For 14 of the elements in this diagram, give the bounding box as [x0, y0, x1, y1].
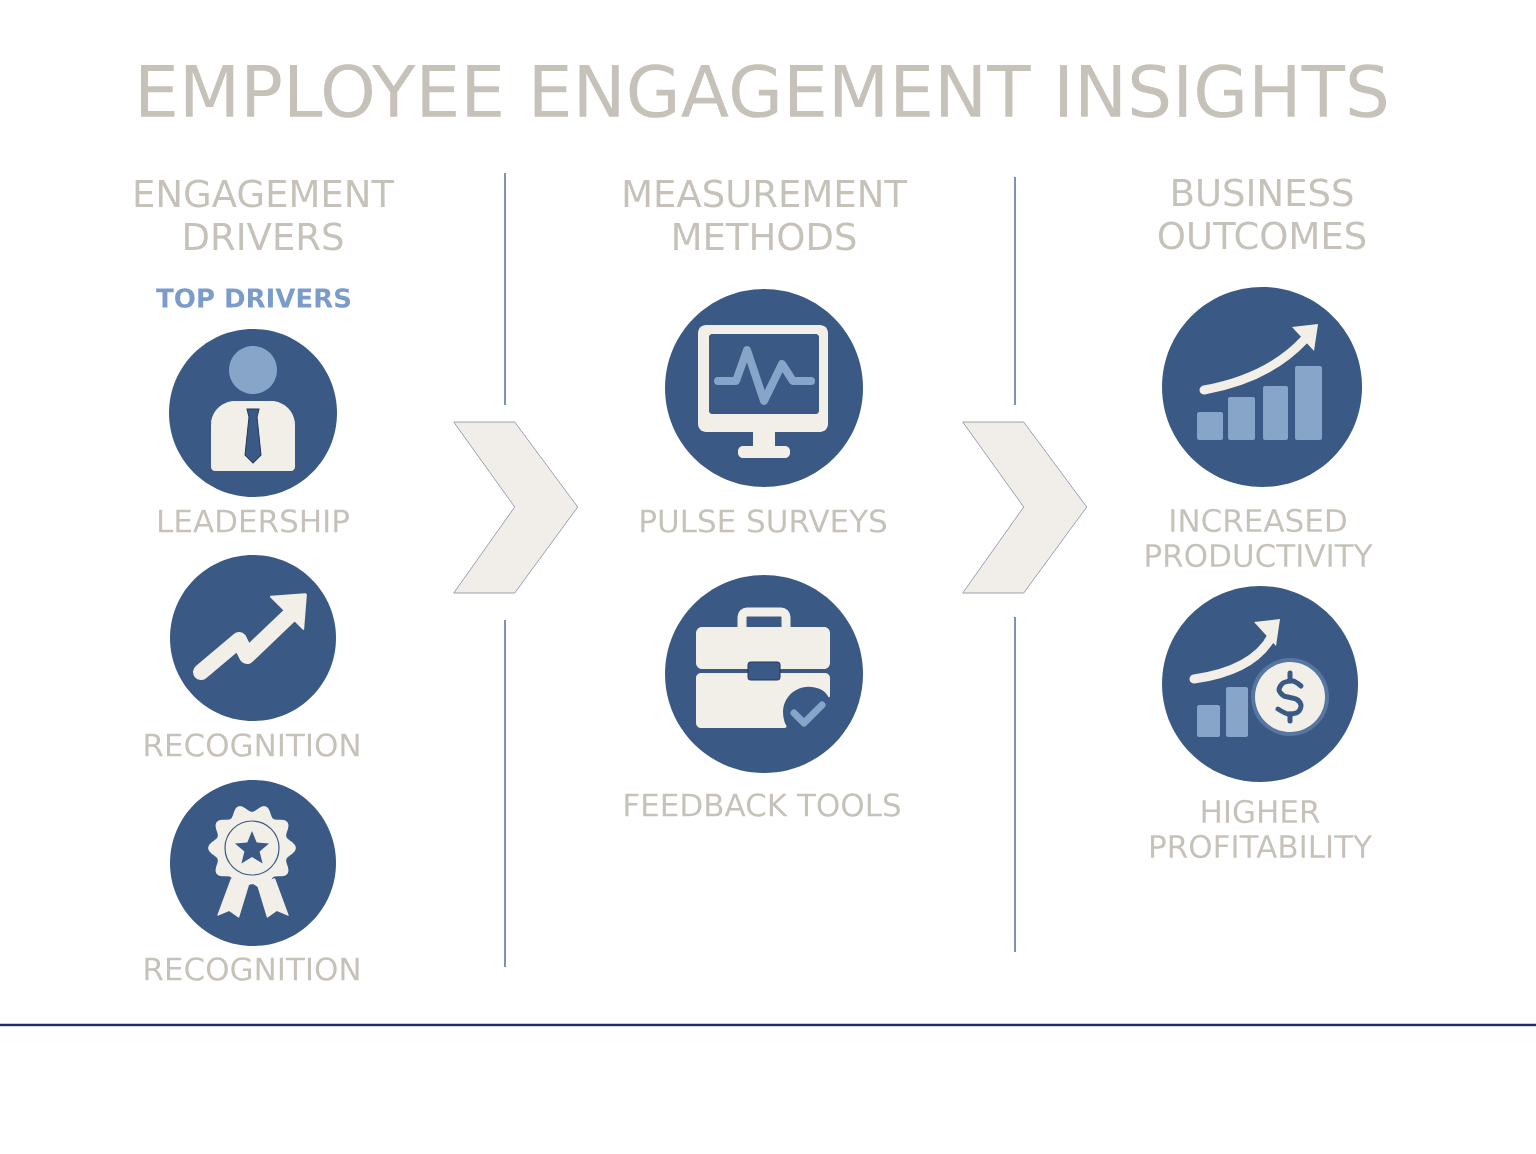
- node-label: HIGHER PROFITABILITY: [1151, 799, 1373, 859]
- node-label: RECOGNITION: [145, 957, 359, 981]
- subheading: TOP DRIVERS: [156, 288, 350, 308]
- column-heading: BUSINESS OUTCOMES: [1158, 178, 1366, 250]
- chevron-arrow: [962, 421, 1088, 594]
- node-label: LEADERSHIP: [159, 509, 349, 533]
- node-label: INCREASED PRODUCTIVITY: [1146, 508, 1373, 568]
- node-label: PULSE SURVEYS: [641, 509, 887, 533]
- node-label: RECOGNITION: [145, 733, 359, 757]
- column-heading: MEASUREMENT METHODS: [624, 179, 908, 251]
- chevron-arrow: [453, 421, 579, 594]
- column-heading: ENGAGEMENT DRIVERS: [135, 179, 395, 251]
- title: EMPLOYEE ENGAGEMENT INSIGHTS: [141, 64, 1387, 118]
- node-label: FEEDBACK TOOLS: [625, 793, 900, 817]
